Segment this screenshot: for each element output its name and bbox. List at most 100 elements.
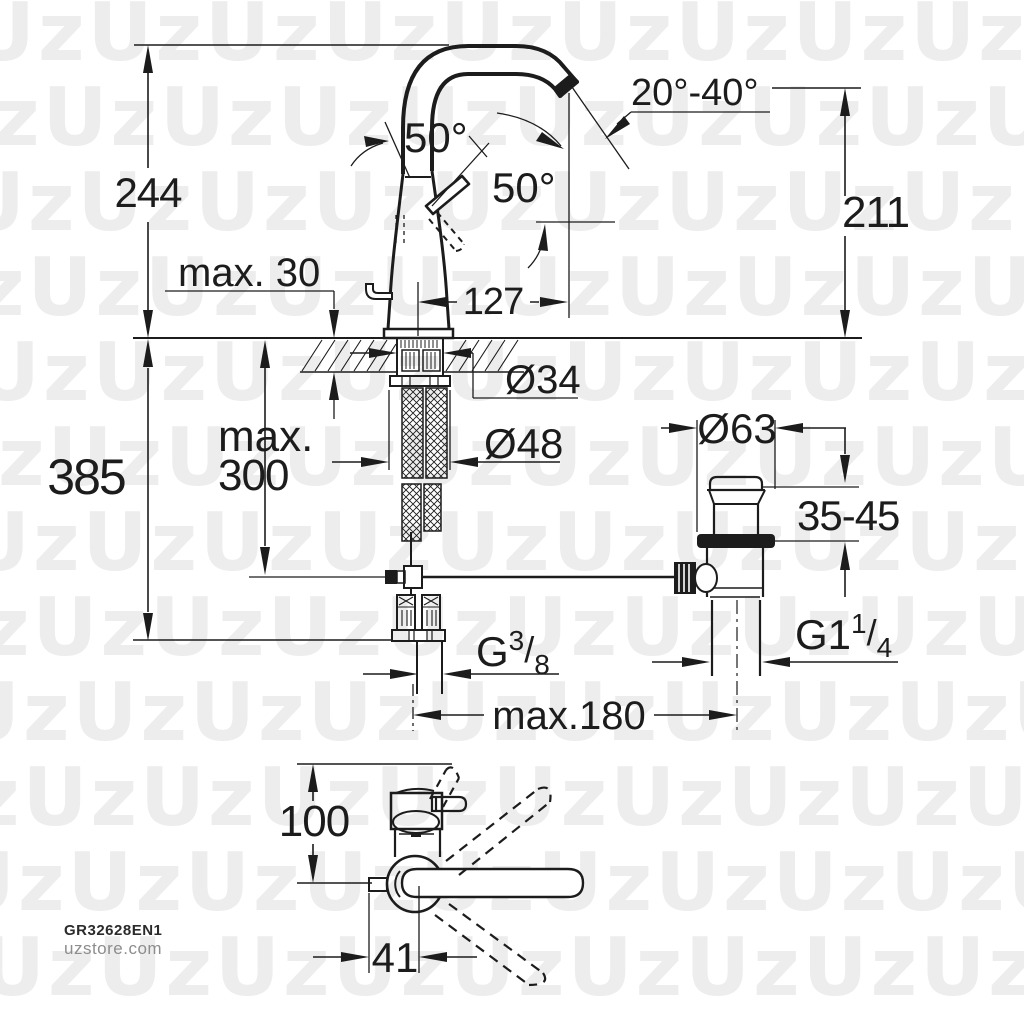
braided-hose-right-lower [423,483,442,532]
arrowhead [361,457,389,467]
angle-50-handle-label: 50° [492,164,556,211]
dim-3545-label: 35-45 [797,492,899,539]
arrowhead [143,339,153,367]
shank-thread-lines [400,340,438,348]
g38-sup: 3 [509,625,525,656]
rod-knurled-knob [674,562,696,594]
hose-section-ribs [405,352,436,369]
pop-up-rod-hook [365,283,393,300]
arrowhead [364,136,389,147]
dim-o34-leader [472,353,578,399]
drain-neck [708,489,766,505]
top-view-spout-dashed [429,766,461,808]
arrowhead [443,669,471,679]
axis-cross-tick [468,135,488,158]
dim-g38-label: G3/8 [476,625,550,680]
spout-tip-cut [553,73,579,98]
dim-o63-ext [696,420,776,532]
hose-section-left [401,349,420,372]
g38-sub: 8 [534,649,550,680]
dim-max300-label-2: 300 [218,451,288,500]
braided-hose-left [401,387,424,479]
arrowhead [418,297,446,307]
hose-tail-left [396,594,416,631]
rod-clamp-mid [396,570,406,584]
arrowhead [308,764,318,792]
arrowhead [605,116,630,139]
hose-section-right [422,349,441,372]
dim-max180-label: max.180 [492,694,645,738]
dim-3545-refs [757,486,859,542]
dim-127-label: 127 [463,281,523,323]
drain-assembly [674,475,775,731]
arrowhead [308,855,318,883]
angle-references [350,86,630,269]
arrowhead [260,547,270,575]
product-code: GR32628EN1 [64,922,163,939]
top-view-left-stub [368,877,388,892]
spout-tip-extension-line [571,86,630,170]
dim-g114-label: G11/4 [795,608,892,663]
dim-100-label: 100 [279,797,349,846]
arrowhead [538,224,548,251]
spout-swivel-arc [496,112,562,147]
arrowhead [341,952,369,962]
top-view-body-arc [395,787,435,794]
arrowhead [536,132,564,149]
g114-prefix: G1 [795,611,851,658]
supply-tube [416,641,443,694]
dim-max30-leader [165,290,335,419]
dimension-arrowheads [143,45,850,962]
dim-41-label: 41 [372,934,419,981]
dim-o34-label: Ø34 [505,358,581,402]
top-view-lever [400,867,585,899]
arrowhead [329,372,339,400]
dim-o48-ext [388,390,451,470]
arrowhead [413,710,441,720]
rod-clamp [403,565,423,589]
top-view-rod-knob [430,795,468,813]
arrowhead [143,45,153,73]
g114-sub: 4 [877,632,893,663]
hose-tail-details [397,596,440,626]
rod-knurl-lines [678,564,690,592]
top-view-inner-arc [394,870,401,898]
rod-joint [694,563,718,593]
handle-axis-line [431,142,490,207]
body-left-edge [386,173,405,330]
drain-flange [697,534,775,548]
dim-385-label: 385 [47,449,125,505]
arrowhead [419,952,447,962]
arrowhead [840,310,850,338]
arrowhead [540,297,568,307]
g38-slash: / [524,629,534,670]
rod-clamp-knob [385,570,397,584]
top-view-lever-up-dashed [445,786,552,876]
arrowhead [840,88,850,116]
dim-o63-label: Ø63 [697,405,776,452]
arrowhead [443,348,471,358]
footer-branding: GR32628EN1 uzstore.com [64,922,162,959]
drain-tailpipe [710,600,762,676]
arrowhead [260,340,270,368]
handle-angle-ref-line [384,121,411,179]
top-view-tick [411,832,421,837]
angle-2040-label: 20°-40° [631,72,759,114]
counter-deck [133,337,862,373]
mounting-nut-facets [401,376,439,386]
arrowhead [682,657,710,667]
hose-tail-right [421,594,441,631]
body-internal-dashed [395,215,405,246]
hose-tail-nut [391,629,446,642]
dim-max300-label-1: max. [218,412,313,461]
arrowhead [669,423,697,433]
drain-upper-body [712,504,760,534]
swivel-arc-left [350,142,384,167]
